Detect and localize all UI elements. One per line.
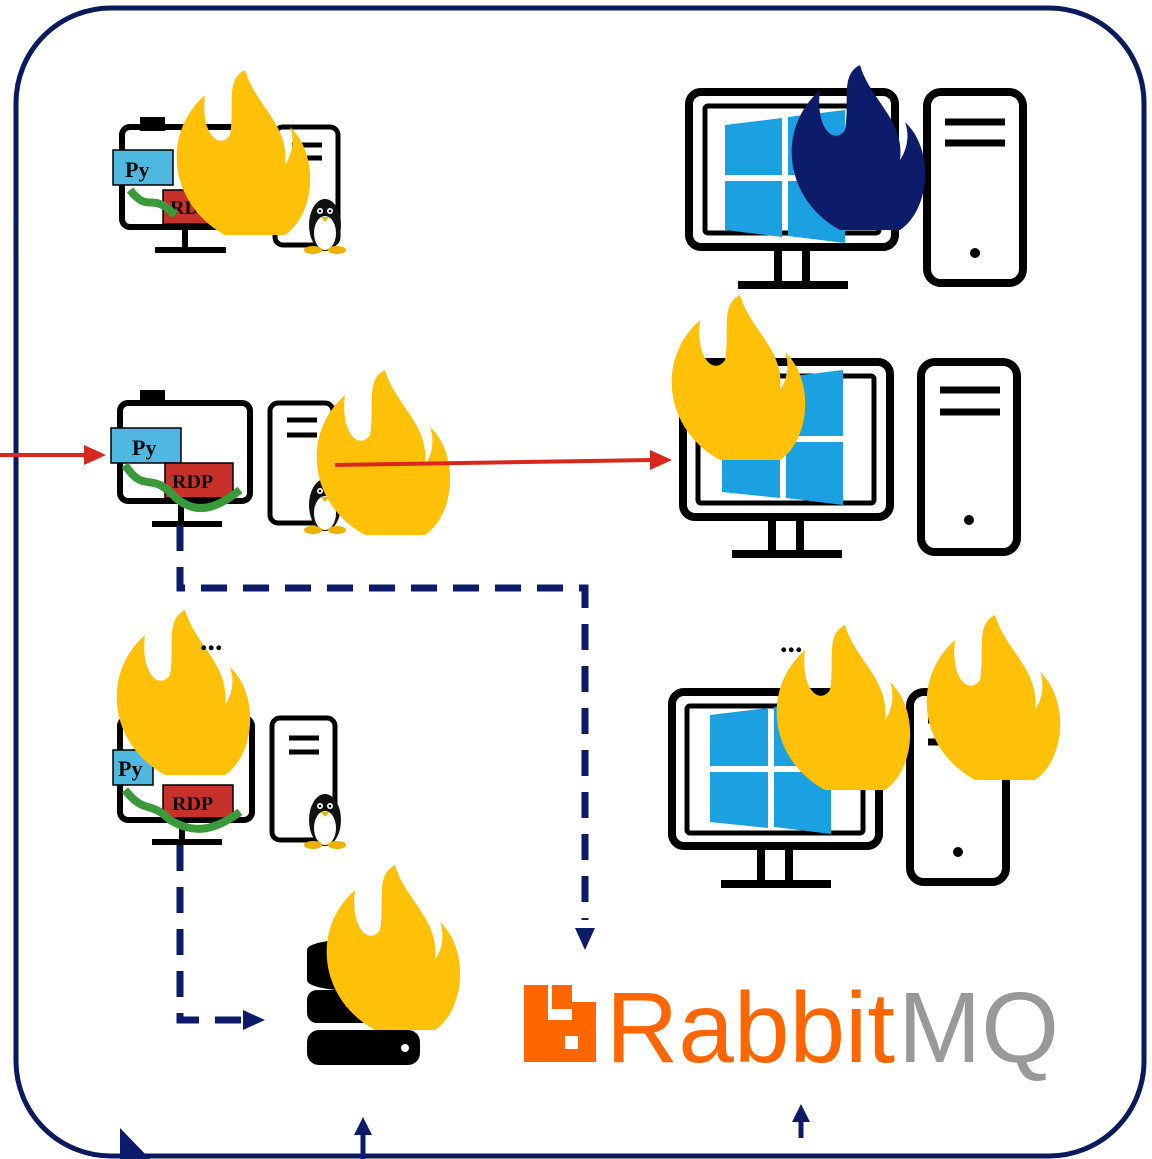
linux-workstation-2: Py RDP — [110, 370, 451, 535]
left-ellipsis: ... — [200, 624, 223, 657]
db-up-arrow — [354, 1117, 372, 1159]
queue-connection-arrow — [176, 525, 589, 920]
mq-up-arrow — [792, 1104, 810, 1138]
fire-icon — [116, 610, 251, 775]
windows-workstation-1 — [685, 65, 1027, 289]
incoming-arrow — [0, 445, 106, 465]
fire-icon — [326, 865, 461, 1030]
database-icon — [307, 865, 461, 1065]
rabbitmq-logo: Rabbit MQ — [524, 972, 1059, 1084]
linux-workstation-1: Py RDP — [112, 70, 346, 254]
fire-icon — [316, 370, 451, 535]
py-label: Py — [132, 435, 156, 460]
corner-arrow — [120, 1128, 150, 1159]
tower-icon — [923, 88, 1027, 287]
rdp-connection-arrow — [334, 450, 672, 470]
python-rdp-badge: Py RDP — [112, 749, 243, 833]
fire-icon — [176, 70, 311, 235]
python-rdp-badge: Py RDP — [110, 390, 243, 513]
rabbitmq-mark-icon — [524, 985, 596, 1062]
windows-workstation-2 — [671, 295, 1021, 558]
rdp-label: RDP — [172, 471, 213, 493]
rabbitmq-mq-text: MQ — [898, 972, 1059, 1084]
fire-icon — [926, 615, 1061, 780]
rdp-label: RDP — [172, 793, 213, 815]
tower-icon — [917, 358, 1021, 556]
db-connection-arrow — [176, 845, 245, 1024]
right-ellipsis: ... — [780, 626, 803, 659]
outer-border — [13, 5, 1147, 1159]
monitor-icon — [679, 358, 894, 558]
rabbitmq-rabbit-text: Rabbit — [606, 972, 895, 1084]
py-label: Py — [118, 756, 142, 781]
py-label: Py — [125, 157, 149, 182]
tower-icon — [269, 715, 338, 843]
linux-workstation-3: Py RDP — [112, 610, 346, 849]
windows-workstation-3 — [668, 615, 1061, 888]
